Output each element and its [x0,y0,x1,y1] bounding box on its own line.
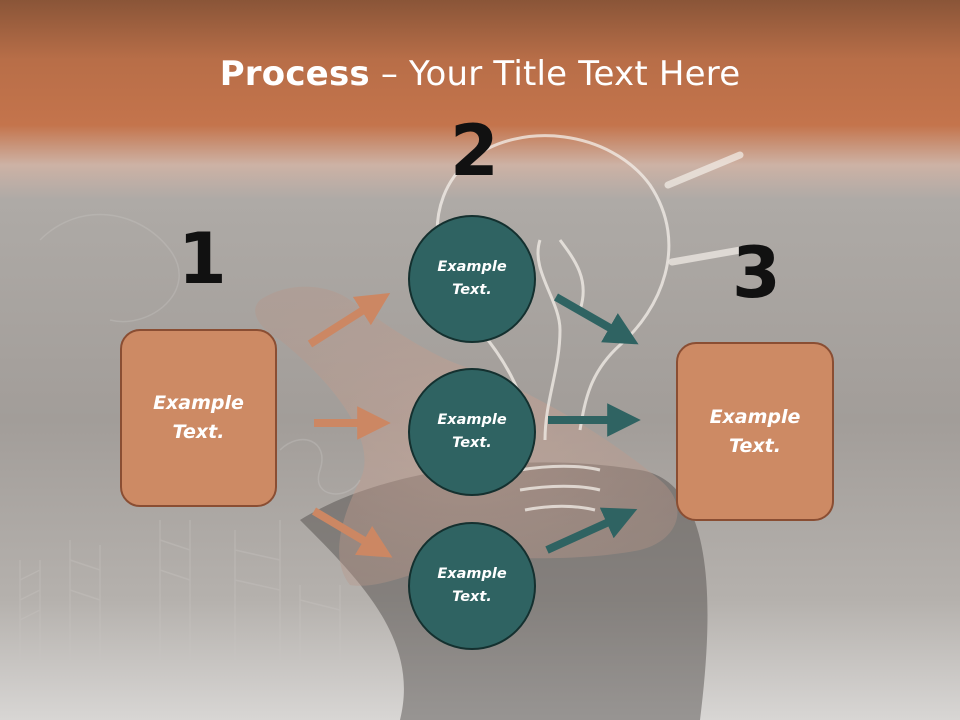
right-box-label: Example Text. [709,405,801,457]
arrow-left-to-bottom [311,507,393,558]
step-number-1: 1 [178,218,227,300]
circle-step-bottom[interactable]: Example Text. [408,522,536,650]
circle-middle-label: Example Text. [437,412,507,451]
title-rest: – Your Title Text Here [369,54,741,94]
step-number-3: 3 [732,232,781,314]
doodle-lines [19,213,361,660]
left-process-box[interactable]: Example Text. [120,329,277,507]
circle-step-middle[interactable]: Example Text. [408,368,536,496]
circle-bottom-label: Example Text. [437,566,507,605]
light-rays [664,151,756,266]
title-bold: Process [219,54,370,94]
left-box-label: Example Text. [153,392,244,443]
arrow-left-to-top [307,292,391,348]
circle-step-top[interactable]: Example Text. [408,215,536,343]
step-number-2: 2 [450,110,499,192]
circle-top-label: Example Text. [437,259,507,298]
arrow-top-to-right [554,293,639,345]
right-process-box[interactable]: Example Text. [676,342,834,521]
slide-title: Process – Your Title Text Here [0,54,960,94]
arrow-bottom-to-right [545,507,638,554]
